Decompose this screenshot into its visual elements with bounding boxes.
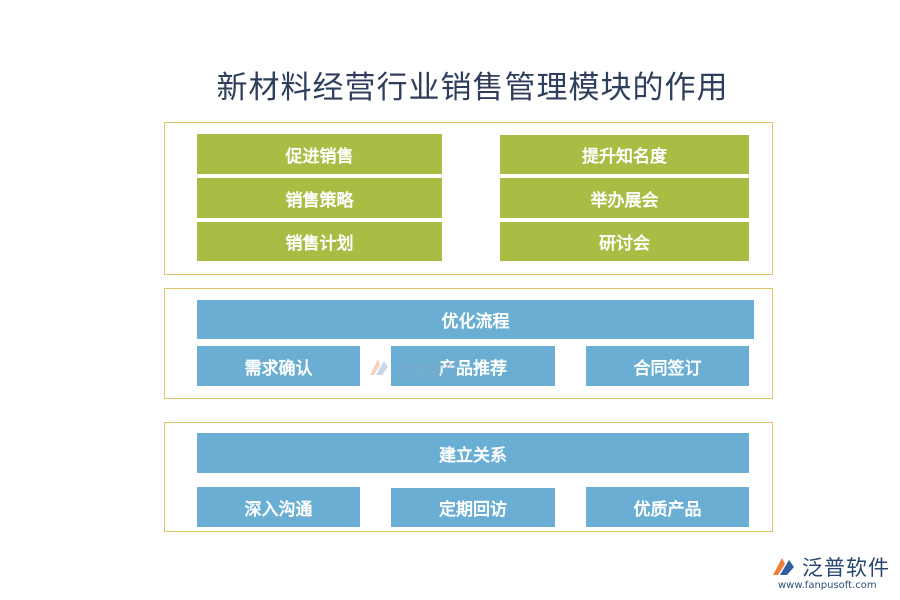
box-contract-sign: 合同签订 xyxy=(586,346,749,386)
section-relationship-panel xyxy=(164,422,773,532)
watermark: 泛普软件 FANPU SOFTWARE xyxy=(366,356,461,382)
brand-logo-icon xyxy=(773,558,794,575)
box-optimize-process: 优化流程 xyxy=(197,300,754,339)
watermark-subtext: FANPU SOFTWARE xyxy=(396,376,449,382)
box-build-relationship: 建立关系 xyxy=(197,433,749,473)
box-sales-strategy: 销售策略 xyxy=(197,178,442,218)
box-seminar: 研讨会 xyxy=(500,222,749,261)
watermark-logo-icon xyxy=(370,359,388,375)
box-product-recommend: 产品推荐 xyxy=(391,346,555,386)
section-promotion-panel xyxy=(164,122,773,275)
brand-logo-text: 泛普软件 xyxy=(802,556,890,580)
box-promote-sales: 促进销售 xyxy=(197,134,442,174)
brand-logo: 泛普软件 xyxy=(770,552,890,582)
box-requirement-confirm: 需求确认 xyxy=(197,346,360,386)
box-sales-plan: 销售计划 xyxy=(197,222,442,261)
diagram-title: 新材料经营行业销售管理模块的作用 xyxy=(216,70,729,106)
box-hold-exhibition: 举办展会 xyxy=(500,178,749,218)
box-regular-revisit: 定期回访 xyxy=(391,488,555,527)
brand-url: www.fanpusoft.com xyxy=(778,580,877,591)
box-raise-awareness: 提升知名度 xyxy=(500,135,749,174)
box-deep-communication: 深入沟通 xyxy=(197,487,360,527)
section-process-panel xyxy=(164,288,773,399)
watermark-text: 泛普软件 xyxy=(396,360,461,379)
box-quality-product: 优质产品 xyxy=(586,487,749,527)
